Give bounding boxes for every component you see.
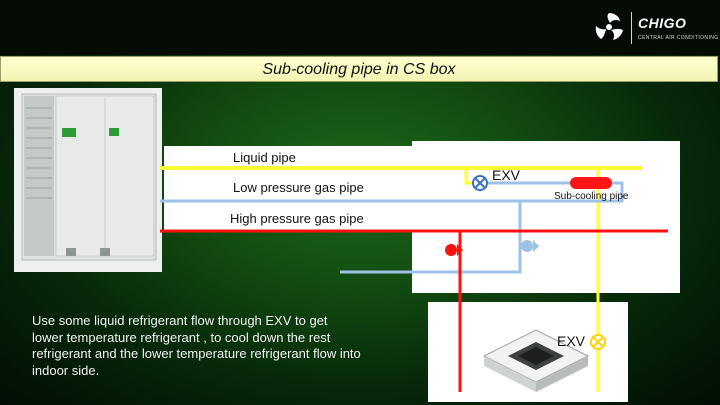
cassette-indoor-unit-image (482, 329, 590, 392)
sub-cooling-return-pipe (520, 181, 624, 203)
sub-cooling-exchanger (570, 177, 612, 189)
check-valve-icon (445, 244, 463, 256)
top-header-band (0, 0, 720, 55)
high-pressure-gas-pipe-label: High pressure gas pipe (230, 211, 364, 226)
brand-name: CHIGO (638, 15, 687, 31)
chigo-logo-icon (595, 13, 623, 40)
pipe-labels-panel (164, 146, 414, 232)
logo-separator (631, 12, 632, 44)
brand-subtitle: CENTRAL AIR CONDITIONING (638, 35, 719, 41)
chigo-logo: CHIGO CENTRAL AIR CONDITIONING (592, 8, 720, 50)
lower-exv-label: EXV (557, 333, 586, 349)
valve-icon (590, 334, 606, 350)
liquid-pipe-label: Liquid pipe (233, 150, 296, 165)
outdoor-unit-image (14, 88, 162, 272)
slide-title: Sub-cooling pipe in CS box (0, 56, 718, 82)
check-valve-icon (521, 240, 539, 252)
upper-exv-label: EXV (492, 167, 521, 183)
cs-box-panel (412, 141, 680, 293)
sub-cooling-pipe-label: Sub-cooling pipe (554, 191, 629, 202)
description-text: Use some liquid refrigerant flow through… (32, 313, 361, 378)
low-pressure-gas-pipe-label: Low pressure gas pipe (233, 180, 364, 195)
low-pressure-gas-pipe (160, 199, 522, 274)
valve-icon (472, 175, 488, 191)
